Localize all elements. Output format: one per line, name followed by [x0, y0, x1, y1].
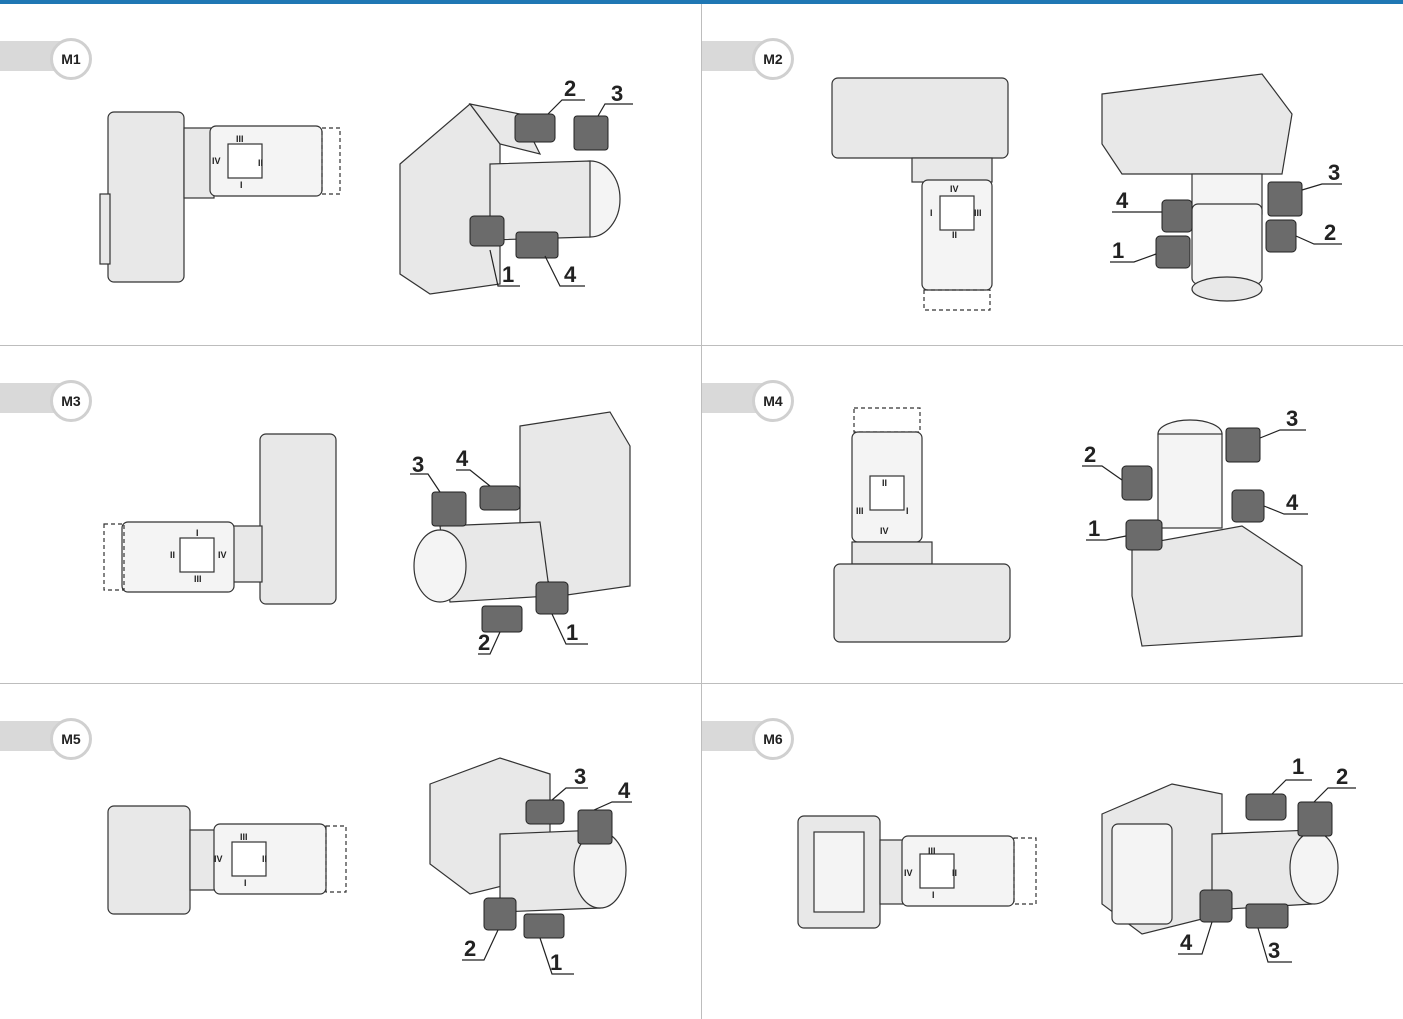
flat-view-drawing	[797, 815, 1037, 929]
m1-drawings: III IV II I 2	[99, 76, 633, 295]
roman-left: IV	[214, 854, 223, 864]
panel-m5: M5 III IV II I	[0, 684, 702, 1019]
terminal-boxes	[431, 485, 569, 633]
callout-2: 2	[564, 76, 576, 101]
callout-1: 1	[566, 620, 578, 645]
roman-top: IV	[950, 184, 959, 194]
terminal-boxes	[469, 113, 609, 259]
callout-3: 3	[412, 452, 424, 477]
roman-bottom: II	[952, 230, 957, 240]
callout-1: 1	[502, 262, 514, 287]
callout-leaders	[1178, 779, 1356, 963]
callout-1: 1	[1112, 238, 1124, 263]
roman-top: II	[882, 478, 887, 488]
terminal-boxes	[1155, 181, 1303, 269]
iso-view-drawing	[413, 411, 631, 603]
roman-labels: I II IV III	[170, 528, 227, 584]
callout-4: 4	[1180, 930, 1193, 955]
roman-top: III	[236, 134, 244, 144]
callout-2: 2	[1336, 764, 1348, 789]
callout-2: 2	[464, 936, 476, 961]
iso-view-drawing	[1101, 73, 1293, 302]
roman-right: II	[262, 854, 267, 864]
callout-3: 3	[1268, 938, 1280, 963]
flat-view-drawing	[831, 77, 1009, 311]
roman-right: IV	[218, 550, 227, 560]
callout-2: 2	[478, 630, 490, 655]
position-badge: M6	[752, 718, 794, 760]
callout-1: 1	[1088, 516, 1100, 541]
callout-leaders	[1082, 429, 1308, 541]
roman-right: II	[952, 868, 957, 878]
roman-left: IV	[904, 868, 913, 878]
callout-3: 3	[1328, 160, 1340, 185]
roman-top: I	[196, 528, 199, 538]
callout-leaders	[489, 99, 633, 287]
iso-view-drawing	[429, 757, 627, 913]
panel-m6: M6 III IV II I	[702, 684, 1403, 1019]
roman-top: III	[240, 832, 248, 842]
callout-4: 4	[456, 446, 469, 471]
top-accent-bar	[0, 0, 1403, 4]
flat-view-drawing	[99, 111, 341, 283]
terminal-boxes	[1199, 793, 1333, 929]
callout-4: 4	[1116, 188, 1129, 213]
callout-4: 4	[1286, 490, 1299, 515]
roman-labels: III IV II I	[214, 832, 267, 888]
callout-4: 4	[564, 262, 577, 287]
position-badge: M5	[50, 718, 92, 760]
callout-leaders	[462, 787, 632, 975]
position-badge: M1	[50, 38, 92, 80]
iso-view-drawing	[1101, 783, 1339, 935]
callout-2: 2	[1084, 442, 1096, 467]
roman-labels: III IV II I	[212, 134, 263, 190]
callout-1: 1	[1292, 754, 1304, 779]
m3-drawings: I II IV III 3 4	[103, 411, 631, 655]
roman-right: II	[258, 158, 263, 168]
m6-drawings: III IV II I 1	[797, 754, 1356, 963]
callout-1: 1	[550, 950, 562, 975]
m4-drawings: II III I IV 3 2	[833, 406, 1308, 647]
flat-view-drawing	[107, 805, 347, 915]
position-badge: M2	[752, 38, 794, 80]
terminal-boxes	[483, 799, 613, 939]
callout-leaders	[410, 469, 588, 655]
mounting-positions-grid: M1 III IV II I	[0, 4, 1403, 1019]
roman-bottom: I	[932, 890, 935, 900]
panel-m3: M3 I II IV III	[0, 346, 702, 684]
roman-right: I	[906, 506, 909, 516]
callout-2: 2	[1324, 220, 1336, 245]
callout-4: 4	[618, 778, 631, 803]
panel-m1: M1 III IV II I	[0, 4, 702, 346]
callout-3: 3	[611, 81, 623, 106]
roman-bottom: I	[244, 878, 247, 888]
callout-3: 3	[1286, 406, 1298, 431]
roman-labels: III IV II I	[904, 846, 957, 900]
m5-drawings: III IV II I 3 4	[107, 757, 632, 975]
callout-3: 3	[574, 764, 586, 789]
panel-m4: M4 II III I IV	[702, 346, 1403, 684]
roman-left: IV	[212, 156, 221, 166]
callout-leaders	[1110, 183, 1342, 263]
roman-left: III	[856, 506, 864, 516]
roman-left: I	[930, 208, 933, 218]
iso-view-drawing	[1131, 419, 1303, 647]
roman-bottom: IV	[880, 526, 889, 536]
roman-bottom: III	[194, 574, 202, 584]
m2-drawings: IV I III II 3	[831, 73, 1342, 311]
position-badge: M3	[50, 380, 92, 422]
panel-m2: M2 IV I III II	[702, 4, 1403, 346]
roman-right: III	[974, 208, 982, 218]
roman-top: III	[928, 846, 936, 856]
flat-view-drawing	[833, 407, 1011, 643]
roman-labels: IV I III II	[930, 184, 982, 240]
roman-bottom: I	[240, 180, 243, 190]
flat-view-drawing	[103, 433, 337, 605]
roman-labels: II III I IV	[856, 478, 909, 536]
roman-left: II	[170, 550, 175, 560]
position-badge: M4	[752, 380, 794, 422]
